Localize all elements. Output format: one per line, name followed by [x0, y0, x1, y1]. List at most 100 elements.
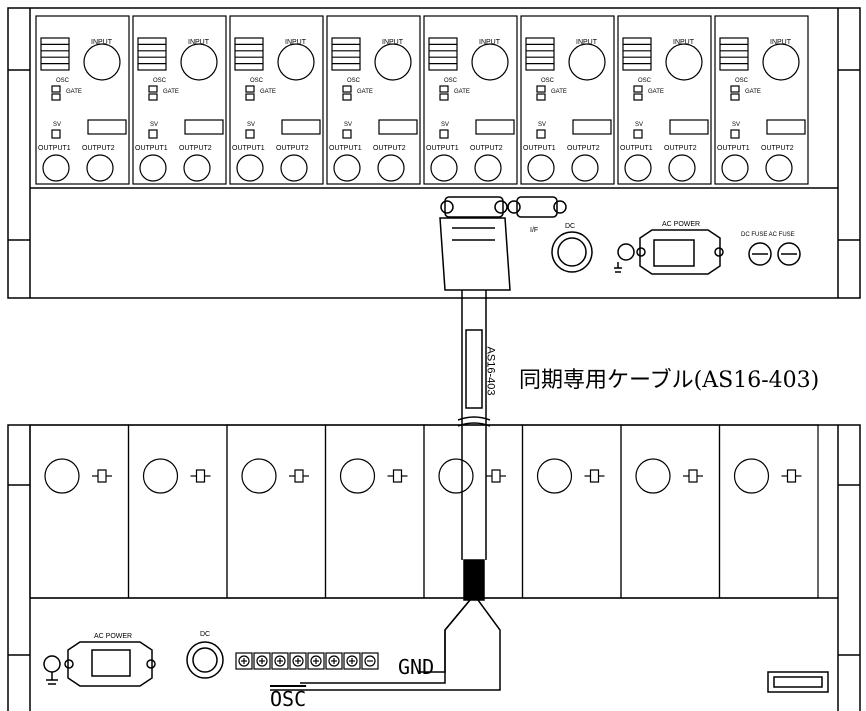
output2-label: OUTPUT2: [470, 145, 503, 152]
range-selector: [234, 37, 264, 71]
plug-symbol: [392, 469, 403, 483]
bottom-module: [324, 424, 425, 599]
dc-fuse: [748, 242, 772, 266]
bottom-module: [718, 424, 819, 599]
gate-switch: [51, 93, 61, 101]
spare-connector: [516, 196, 558, 218]
sv-label: SV: [247, 122, 255, 128]
module-frame: [226, 424, 327, 599]
range-selector: [719, 37, 749, 71]
input-label: INPUT: [479, 39, 501, 46]
osc-switch: [439, 85, 449, 93]
output1-label: OUTPUT1: [523, 145, 556, 152]
sv-switch: [342, 129, 352, 139]
input-knob: [180, 43, 218, 81]
osc-label: OSC: [735, 78, 749, 84]
module-frame: [617, 15, 712, 185]
osc-switch: [148, 85, 158, 93]
osc-label: OSC: [541, 78, 555, 84]
output2-label: OUTPUT2: [761, 145, 794, 152]
module-frame: [620, 424, 721, 599]
range-selector: [331, 37, 361, 71]
gate-label: GATE: [357, 89, 373, 95]
sv-label: SV: [538, 122, 546, 128]
module-jack: [339, 458, 376, 494]
output1-label: OUTPUT1: [38, 145, 71, 152]
bottom-module: [127, 424, 228, 599]
gate-label: GATE: [551, 89, 567, 95]
plug-symbol: [786, 469, 797, 483]
output2-jack: [474, 154, 502, 182]
input-knob: [374, 43, 412, 81]
gate-label: GATE: [163, 89, 179, 95]
sync-cable: [270, 290, 501, 691]
terminal: [361, 652, 379, 670]
sv-switch: [730, 129, 740, 139]
module-jack: [44, 458, 80, 494]
osc-label: OSC: [250, 78, 264, 84]
output1-jack: [236, 154, 264, 182]
input-knob: [83, 43, 121, 81]
osc-label: OSC: [444, 78, 458, 84]
output2-jack: [86, 154, 114, 182]
ground-terminal: [43, 655, 61, 673]
input-label: INPUT: [188, 39, 210, 46]
module-frame: [718, 424, 819, 599]
sv-switch: [245, 129, 255, 139]
osc-label: OSC: [270, 687, 307, 711]
output1-jack: [430, 154, 458, 182]
input-label: INPUT: [673, 39, 695, 46]
bottom-module: [226, 424, 327, 599]
output1-jack: [139, 154, 167, 182]
module-frame: [714, 15, 809, 185]
plug-symbol: [97, 469, 107, 483]
sv-display: [87, 119, 127, 135]
gate-switch: [536, 93, 546, 101]
gate-label: GATE: [454, 89, 470, 95]
module-jack: [241, 458, 277, 494]
osc-switch: [245, 85, 255, 93]
dc-jack: [186, 641, 224, 679]
ac-power-inlet: [639, 229, 721, 275]
module-frame: [132, 15, 227, 185]
bottom-module: [29, 424, 130, 599]
sv-switch: [633, 129, 643, 139]
output1-label: OUTPUT1: [135, 145, 168, 152]
input-label: INPUT: [285, 39, 307, 46]
terminal: [343, 652, 361, 670]
plug-symbol: [294, 469, 304, 483]
sv-label: SV: [344, 122, 352, 128]
module-jack: [142, 458, 179, 494]
output2-label: OUTPUT2: [664, 145, 697, 152]
osc-switch: [633, 85, 643, 93]
osc-switch: [536, 85, 546, 93]
module-frame: [423, 15, 518, 185]
sv-display: [281, 119, 321, 135]
bottom-rear-panel: [43, 641, 829, 693]
module-jack: [733, 458, 770, 494]
terminal: [235, 652, 253, 670]
if-connector: [444, 196, 504, 218]
input-label: INPUT: [576, 39, 598, 46]
if-label: I/F: [530, 227, 538, 234]
output1-jack: [721, 154, 749, 182]
gate-label: GATE: [745, 89, 761, 95]
ac-power-label: AC POWER: [662, 221, 700, 228]
ac-power-label-bottom: AC POWER: [94, 633, 132, 640]
sv-switch: [536, 129, 546, 139]
output2-label: OUTPUT2: [179, 145, 212, 152]
gate-switch: [730, 93, 740, 101]
module-frame: [35, 15, 130, 185]
gate-label: GATE: [648, 89, 664, 95]
output2-jack: [765, 154, 793, 182]
input-knob: [762, 43, 800, 81]
gate-switch: [342, 93, 352, 101]
sv-display: [184, 119, 224, 135]
gate-switch: [633, 93, 643, 101]
